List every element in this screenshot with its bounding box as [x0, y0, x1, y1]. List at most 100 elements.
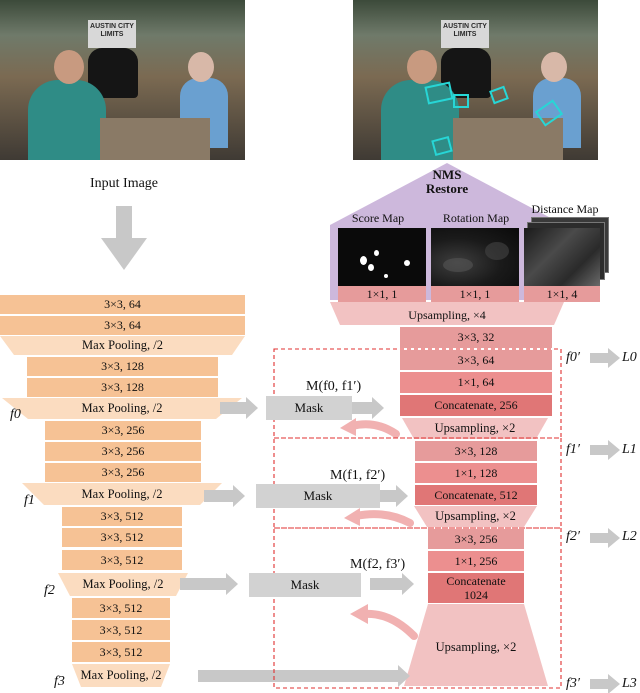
feature-label-f0: f0 [10, 407, 21, 422]
concat-label: Concatenate [446, 574, 506, 588]
rotation-texture [443, 258, 473, 272]
restore-label: Restore [425, 181, 469, 196]
decoder-conv-64a: 3×3, 64 [400, 350, 552, 370]
merge-label-1-text: M(f1, f2′) [330, 468, 386, 483]
decoder-conv-128a: 3×3, 128 [415, 441, 537, 461]
merge-label-2: M(f2, f3′) [350, 558, 405, 572]
merge-label-2-text: M(f2, f3′) [350, 557, 406, 572]
detection-box [489, 85, 509, 105]
mask-box-0: Mask [266, 396, 352, 420]
distance-map [524, 228, 600, 286]
encoder-pool-3-label: Max Pooling, /2 [81, 487, 163, 501]
encoder-conv-4: 3×3, 128 [27, 378, 218, 397]
input-image-label: Input Image [89, 176, 159, 191]
arrow-loss-0 [590, 348, 620, 368]
person-right-head [188, 52, 214, 82]
encoder-pool-1-label: Max Pooling, /2 [82, 338, 163, 352]
encoder-conv-8: 3×3, 512 [62, 507, 182, 526]
score-blob [374, 250, 379, 256]
score-blob [360, 256, 367, 265]
merge-label-0-text: M(f0, f1′) [306, 379, 362, 394]
curved-arrow-2 [360, 609, 418, 640]
table [100, 118, 210, 160]
loss-label-3: L3 [622, 676, 637, 691]
person-left-shirt [28, 80, 106, 160]
decoder-conv-128b: 1×1, 128 [415, 463, 537, 483]
arrow-mask0-decoder [352, 397, 384, 419]
curved-arrowhead-0 [340, 418, 356, 436]
table [453, 118, 563, 160]
photo-sign [441, 20, 489, 48]
upsampling-x4-shape [330, 302, 564, 325]
curved-arrow-1 [352, 510, 414, 527]
decoder-concat-256: Concatenate, 256 [400, 395, 552, 416]
merge-label-1: M(f1, f2′) [330, 469, 385, 483]
encoder-pool-1 [0, 336, 245, 355]
encoder-conv-10: 3×3, 512 [62, 550, 182, 570]
head-conv-score: 1×1, 1 [338, 286, 426, 302]
loss-label-1: L1 [622, 442, 637, 457]
curved-arrow-0 [348, 420, 400, 438]
encoder-conv-3: 3×3, 128 [27, 357, 218, 376]
encoder-pool-2-label: Max Pooling, /2 [81, 401, 163, 415]
score-map [338, 228, 426, 286]
encoder-conv-6: 3×3, 256 [45, 442, 201, 461]
person-left-head [407, 50, 437, 84]
input-down-arrow [101, 206, 147, 270]
mask-box-2: Mask [249, 573, 361, 597]
arrow-loss-1 [590, 440, 620, 460]
decoder-upsample-1 [402, 418, 548, 439]
decoder-conv-32: 3×3, 32 [400, 327, 552, 348]
arrow-mask2-decoder [370, 573, 414, 595]
arrow-f3-decoder [198, 665, 410, 687]
dec-feature-label-3: f3′ [566, 676, 580, 691]
arrow-mask1-decoder [380, 485, 408, 507]
distance-map-label: Distance Map [531, 202, 599, 216]
photo-sign [88, 20, 136, 48]
rotation-texture [485, 242, 509, 260]
loss-label-2: L2 [622, 529, 637, 544]
encoder-pool-2 [2, 398, 242, 419]
curved-arrowhead-2 [350, 604, 368, 624]
dec-feature-label-1: f1′ [566, 442, 580, 457]
decoder-upsample-2 [414, 506, 537, 527]
encoder-conv-1: 3×3, 64 [0, 295, 245, 314]
decoder-upsample-1-label: Upsampling, ×2 [434, 421, 516, 435]
decoder-conv-256b: 1×1, 256 [428, 551, 524, 571]
encoder-pool-4 [58, 573, 188, 596]
encoder-pool-5-label: Max Pooling, /2 [80, 668, 162, 682]
input-photo: AUSTIN CITY LIMITS [0, 0, 245, 160]
decoder-concat-512: Concatenate, 512 [415, 485, 537, 505]
decoder-upsample-2-label: Upsampling, ×2 [435, 509, 516, 523]
merge-block-2 [273, 527, 562, 689]
encoder-pool-5 [72, 664, 170, 687]
concat-channels: 1024 [464, 588, 488, 602]
encoder-conv-2: 3×3, 64 [0, 316, 245, 335]
feature-label-f2: f2 [44, 583, 55, 598]
score-blob [404, 260, 410, 266]
feature-label-f3: f3 [54, 674, 65, 689]
upsampling-x4-label: Upsampling, ×4 [408, 308, 486, 322]
decoder-upsample-3 [404, 604, 548, 686]
curved-arrowhead-1 [344, 508, 360, 526]
encoder-pool-4-label: Max Pooling, /2 [82, 577, 164, 591]
decoder-concat-1024: Concatenate 1024 [428, 573, 524, 603]
photo-sign-text: AUSTIN CITY LIMITS [443, 23, 487, 38]
decoder-conv-256a: 3×3, 256 [428, 529, 524, 549]
arrow-loss-2 [590, 528, 620, 548]
encoder-conv-5: 3×3, 256 [45, 421, 201, 440]
feature-label-f1: f1 [24, 493, 35, 508]
encoder-conv-7: 3×3, 256 [45, 463, 201, 482]
mask-box-1: Mask [256, 484, 380, 508]
decoder-upsample-3-label: Upsampling, ×2 [435, 640, 517, 654]
encoder-conv-9: 3×3, 512 [62, 528, 182, 547]
arrow-f0-mask [220, 397, 258, 419]
head-conv-rotation: 1×1, 1 [431, 286, 519, 302]
score-blob [384, 274, 388, 278]
rotation-map-label: Rotation Map [442, 211, 510, 225]
rotation-map [431, 228, 519, 286]
person-left-shirt [381, 80, 459, 160]
person-right-head [541, 52, 567, 82]
person-left-head [54, 50, 84, 84]
